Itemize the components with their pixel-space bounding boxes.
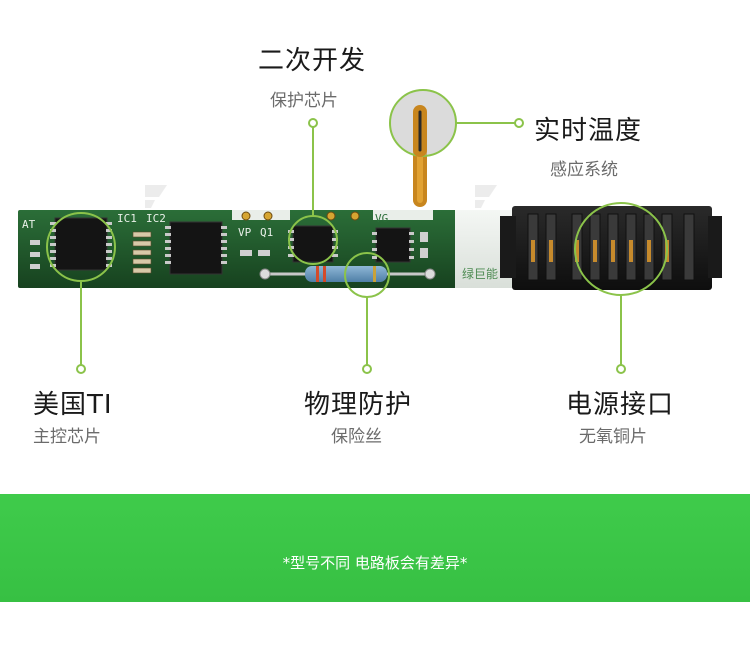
protect-title: 二次开发: [258, 46, 367, 76]
ti-title: 美国TI: [33, 390, 113, 420]
protect-chip: [292, 225, 334, 263]
temp-title: 实时温度: [534, 116, 643, 146]
brand-mark: 绿巨能: [462, 266, 498, 281]
power-subtitle: 无氧铜片: [579, 427, 647, 447]
physical-title: 物理防护: [304, 390, 413, 420]
silk-ic2: IC2: [146, 212, 166, 225]
silk-at: AT: [22, 218, 36, 231]
variance-footnote: *型号不同 电路板会有差异*: [282, 554, 468, 572]
silk-vp: VP: [238, 226, 252, 239]
temp-subtitle: 感应系统: [550, 160, 618, 180]
mosfet-chip: [375, 227, 411, 263]
protect-subtitle: 保护芯片: [270, 91, 338, 111]
ti-subtitle: 主控芯片: [33, 427, 101, 447]
silk-ic1: IC1: [117, 212, 137, 225]
silk-vg: VG: [375, 212, 388, 225]
footer-band: [0, 494, 750, 602]
bottom-spacer: [0, 602, 750, 660]
physical-subtitle: 保险丝: [331, 427, 382, 447]
ic2-chip: [169, 221, 223, 275]
silk-q1: Q1: [260, 226, 273, 239]
power-title: 电源接口: [566, 390, 675, 420]
